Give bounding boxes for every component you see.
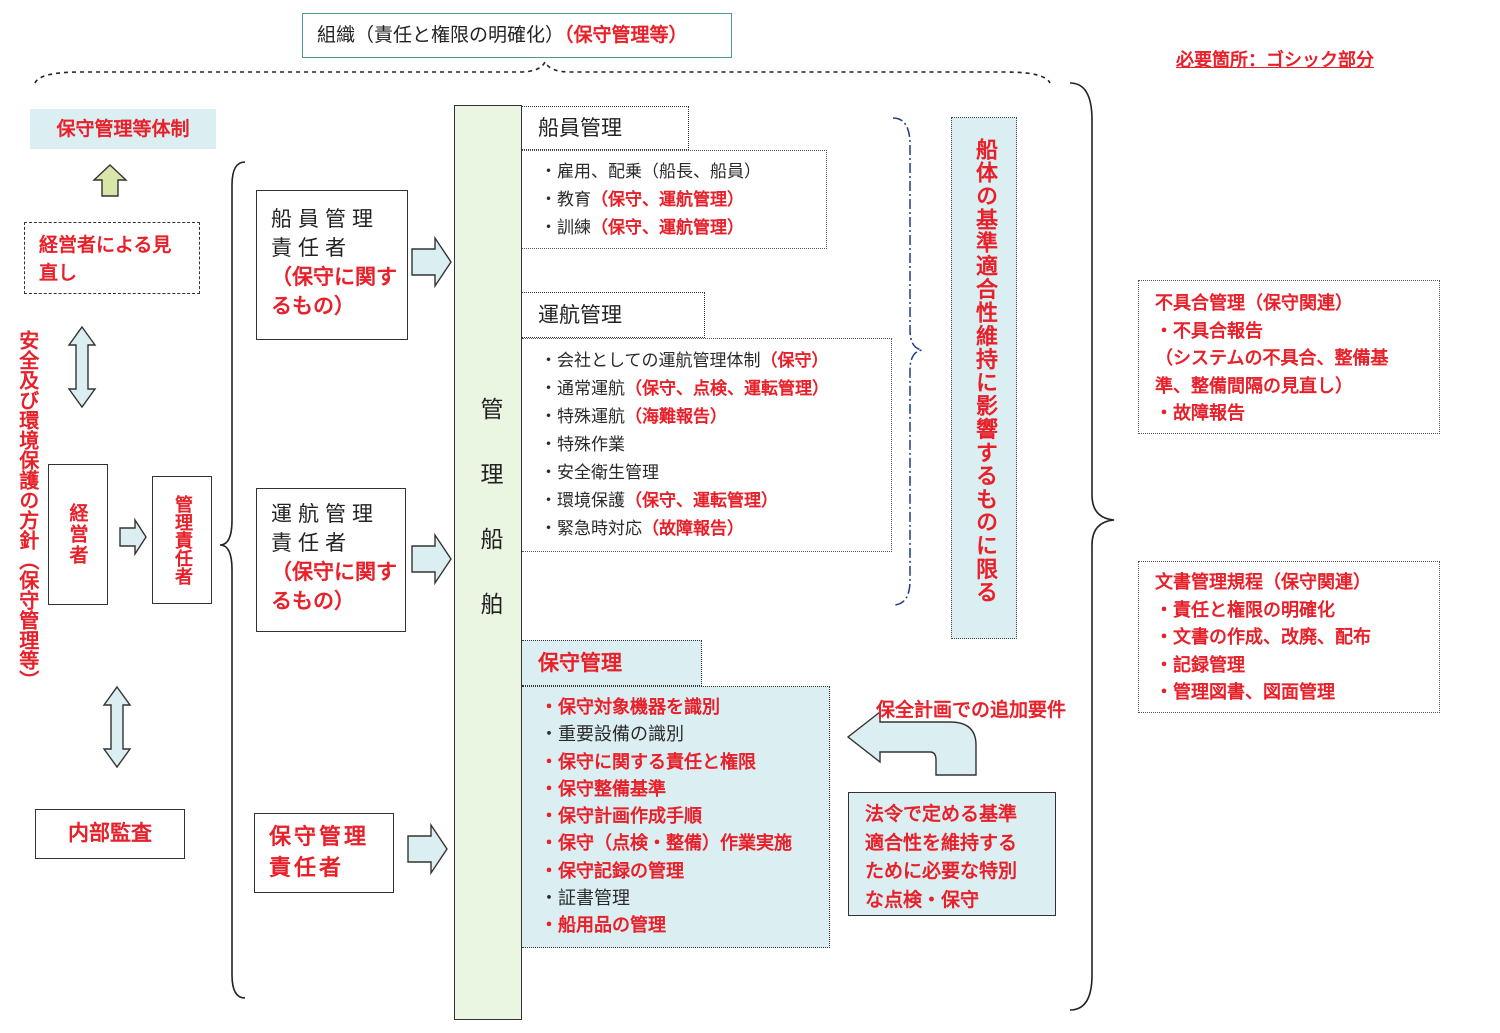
text-line: ・責任と権限の明確化 bbox=[1155, 599, 1335, 621]
right-arrow-icon bbox=[119, 517, 147, 557]
crew-mgmt-list-items: ・雇用、配乗（船長、船員）・教育（保守、運航管理）・訓練（保守、運航管理） bbox=[540, 158, 826, 242]
list-item: ・安全衛生管理 bbox=[540, 459, 891, 487]
list-item: ・会社としての運航管理体制（保守） bbox=[540, 347, 891, 375]
list-item: ・特殊運航（海難報告） bbox=[540, 403, 891, 431]
list-item-text: ・会社としての運航管理体制 bbox=[540, 351, 761, 371]
management-review-box: 経営者による見直し bbox=[24, 222, 200, 294]
text-line: 不具合管理（保守関連） bbox=[1155, 293, 1353, 314]
ops-mgmt-list: ・会社としての運航管理体制（保守）・通常運航（保守、点検、運転管理）・特殊運航（… bbox=[522, 338, 892, 552]
defect-management-box: 不具合管理（保守関連） ・不具合報告 （システムの不具合、整備基準、整備間隔の見直し… bbox=[1138, 280, 1440, 434]
list-item: ・保守計画作成手順 bbox=[540, 806, 702, 828]
list-item: ・教育（保守、運航管理） bbox=[540, 186, 826, 214]
list-item-note: （保守、運転管理） bbox=[625, 491, 778, 511]
ops-manager-note: （保守に関するもの） bbox=[271, 560, 397, 613]
crew-mgmt-list: ・雇用、配乗（船長、船員）・教育（保守、運航管理）・訓練（保守、運航管理） bbox=[522, 150, 827, 249]
list-item-text: ・通常運航 bbox=[540, 379, 625, 399]
list-item: ・重要設備の識別 bbox=[540, 724, 684, 746]
text-line: ・文書の作成、改廃、配布 bbox=[1155, 627, 1371, 648]
top-dashed-brace bbox=[34, 60, 1051, 84]
list-item-text: ・安全衛生管理 bbox=[540, 463, 659, 483]
list-item-note: （保守、運航管理） bbox=[591, 190, 744, 210]
org-title-text: 組織（責任と権限の明確化） bbox=[317, 24, 565, 46]
list-item: ・訓練（保守、運航管理） bbox=[540, 214, 826, 242]
note-gothic: 必要箇所：ゴシック部分 bbox=[1176, 50, 1374, 71]
text-line: ために必要な特別 bbox=[865, 860, 1018, 882]
text-line: 適合性を維持する bbox=[865, 831, 1018, 854]
left-brace bbox=[219, 161, 246, 999]
list-item: ・環境保護（保守、運転管理） bbox=[540, 487, 891, 515]
text-line: 準、整備間隔の見直し） bbox=[1155, 375, 1353, 397]
list-item: ・保守に関する責任と権限 bbox=[540, 751, 756, 773]
list-item-text: ・雇用、配乗（船長、船員） bbox=[540, 162, 761, 182]
list-item-text: ・特殊作業 bbox=[540, 435, 625, 455]
double-arrow-icon bbox=[102, 685, 132, 769]
management-rep-box: 管理責任者 bbox=[152, 476, 212, 604]
list-item-note: （保守、点検、運転管理） bbox=[625, 379, 829, 399]
ops-manager-title: 運航管理責任者 bbox=[271, 502, 379, 555]
maint-mgmt-header: 保守管理 bbox=[522, 640, 702, 686]
text-line: ・記録管理 bbox=[1155, 654, 1245, 676]
right-arrow-icon bbox=[411, 235, 452, 289]
up-arrow-icon bbox=[92, 164, 128, 197]
document-control-box: 文書管理規程（保守関連） ・責任と権限の明確化・文書の作成、改廃、配布・記録管理・… bbox=[1138, 561, 1440, 713]
additional-requirement-label: 保全計画での追加要件 bbox=[876, 699, 1067, 721]
special-inspection-box: 法令で定める基準適合性を維持するために必要な特別な点検・保守 bbox=[848, 792, 1056, 916]
text-line: 文書管理規程（保守関連） bbox=[1155, 572, 1371, 593]
vertical-note-box: 船体の基準適合性維持に影響するものに限る bbox=[951, 117, 1017, 639]
text-line: な点検・保守 bbox=[865, 888, 980, 911]
text-line: （システムの不具合、整備基 bbox=[1155, 348, 1389, 369]
managed-ship-label: 管理船舶 bbox=[476, 397, 502, 657]
list-item: ・保守整備基準 bbox=[540, 778, 666, 800]
text-line: ・管理図書、図面管理 bbox=[1155, 682, 1335, 703]
text-line: ・不具合報告 bbox=[1155, 320, 1263, 342]
special-inspection-lines: 法令で定める基準適合性を維持するために必要な特別な点検・保守 bbox=[865, 800, 1055, 914]
list-item: ・雇用、配乗（船長、船員） bbox=[540, 158, 826, 186]
executive-box: 経営者 bbox=[48, 464, 108, 605]
right-brace bbox=[1069, 82, 1115, 1011]
right-arrow-icon bbox=[411, 532, 452, 586]
list-item-text: ・特殊運航 bbox=[540, 407, 625, 427]
maintenance-manager-box: 保守管理責任者 bbox=[254, 813, 394, 893]
list-item: ・特殊作業 bbox=[540, 431, 891, 459]
list-item: ・保守対象機器を識別 bbox=[540, 697, 720, 718]
list-item: ・通常運航（保守、点検、運転管理） bbox=[540, 375, 891, 403]
maint-mgmt-list: ・保守対象機器を識別・重要設備の識別・保守に関する責任と権限・保守整備基準・保守… bbox=[522, 686, 830, 948]
internal-audit-box: 内部監査 bbox=[35, 809, 185, 859]
maint-mgmt-list-items: ・保守対象機器を識別・重要設備の識別・保守に関する責任と権限・保守整備基準・保守… bbox=[540, 694, 829, 940]
defect-management-lines: 不具合管理（保守関連） ・不具合報告 （システムの不具合、整備基準、整備間隔の見直し… bbox=[1155, 290, 1439, 428]
right-arrow-icon bbox=[407, 822, 448, 876]
list-item-text: ・訓練 bbox=[540, 218, 591, 238]
ops-manager-box: 運航管理責任者 （保守に関するもの） bbox=[256, 488, 406, 632]
list-item-note: （保守、運航管理） bbox=[591, 218, 744, 238]
org-title-box: 組織（責任と権限の明確化）（保守管理等） bbox=[302, 13, 732, 58]
text-line: ・故障報告 bbox=[1155, 403, 1245, 424]
list-item-note: （保守） bbox=[760, 351, 829, 371]
org-title-note: （保守管理等） bbox=[564, 24, 688, 46]
list-item: ・保守記録の管理 bbox=[540, 860, 684, 882]
list-item: ・証書管理 bbox=[540, 888, 630, 910]
policy-vertical-text: 安全及び環境保護の方針（保守管理等） bbox=[15, 330, 40, 690]
middle-dashdot-brace bbox=[892, 117, 923, 606]
list-item: ・保守（点検・整備）作業実施 bbox=[540, 833, 792, 855]
list-item: ・船用品の管理 bbox=[540, 915, 666, 937]
list-item-text: ・環境保護 bbox=[540, 491, 625, 511]
text-line: 法令で定める基準 bbox=[865, 803, 1018, 825]
list-item-text: ・教育 bbox=[540, 190, 591, 210]
list-item-note: （海難報告） bbox=[625, 407, 727, 427]
double-arrow-icon bbox=[67, 325, 97, 409]
crew-manager-box: 船員管理責任者 （保守に関するもの） bbox=[256, 190, 408, 340]
maintenance-system-box: 保守管理等体制 bbox=[30, 109, 216, 149]
list-item-note: （故障報告） bbox=[642, 519, 744, 539]
list-item: ・緊急時対応（故障報告） bbox=[540, 515, 891, 543]
curved-arrow-icon bbox=[846, 710, 977, 776]
crew-mgmt-header: 船員管理 bbox=[522, 106, 689, 150]
ops-mgmt-list-items: ・会社としての運航管理体制（保守）・通常運航（保守、点検、運転管理）・特殊運航（… bbox=[540, 347, 891, 543]
crew-manager-title: 船員管理責任者 bbox=[271, 207, 379, 260]
managed-ship-bar bbox=[454, 105, 522, 1020]
document-control-lines: 文書管理規程（保守関連） ・責任と権限の明確化・文書の作成、改廃、配布・記録管理・… bbox=[1155, 569, 1439, 707]
ops-mgmt-header: 運航管理 bbox=[522, 292, 705, 338]
list-item-text: ・緊急時対応 bbox=[540, 519, 642, 539]
crew-manager-note: （保守に関するもの） bbox=[271, 265, 397, 318]
